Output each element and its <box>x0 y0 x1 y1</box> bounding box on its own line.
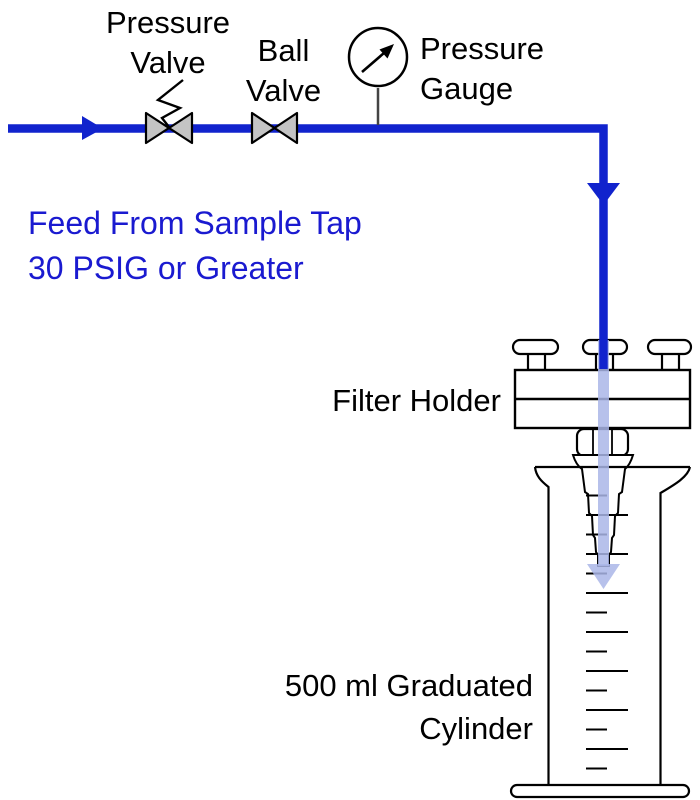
gauge-needle-tip <box>379 44 394 59</box>
arrow-down-icon <box>587 183 620 205</box>
gauge-needle <box>361 52 385 73</box>
cylinder-right-wall <box>659 466 692 786</box>
cylinder-base <box>509 783 691 799</box>
pressure-valve-label: Pressure Valve <box>105 5 231 80</box>
filter-wing-nuts <box>511 338 693 372</box>
pressure-gauge-symbol <box>347 26 409 125</box>
valve-spring <box>155 79 184 128</box>
feed-pipe <box>8 124 608 369</box>
cylinder-label: 500 ml Graduated Cylinder <box>284 668 533 746</box>
arrow-right-icon <box>82 116 103 140</box>
feed-source-label: Feed From Sample Tap 30 PSIG or Greater <box>28 205 362 286</box>
pressure-valve-symbol <box>144 79 194 145</box>
ball-valve-label: Ball Valve <box>245 33 322 108</box>
graduation-ticks-long <box>586 514 628 750</box>
pressure-gauge-label: Pressure Gauge <box>420 31 545 106</box>
filter-holder-label: Filter Holder <box>332 383 501 418</box>
arrow-down-light-icon <box>587 564 620 589</box>
ball-valve-symbol <box>250 111 299 145</box>
wing-nut-right <box>646 338 693 372</box>
graduation-ticks-short <box>586 494 607 770</box>
graduated-cylinder <box>509 465 692 799</box>
wing-nut-left <box>511 338 560 372</box>
flow-band <box>587 340 620 589</box>
cylinder-left-wall <box>533 466 550 786</box>
